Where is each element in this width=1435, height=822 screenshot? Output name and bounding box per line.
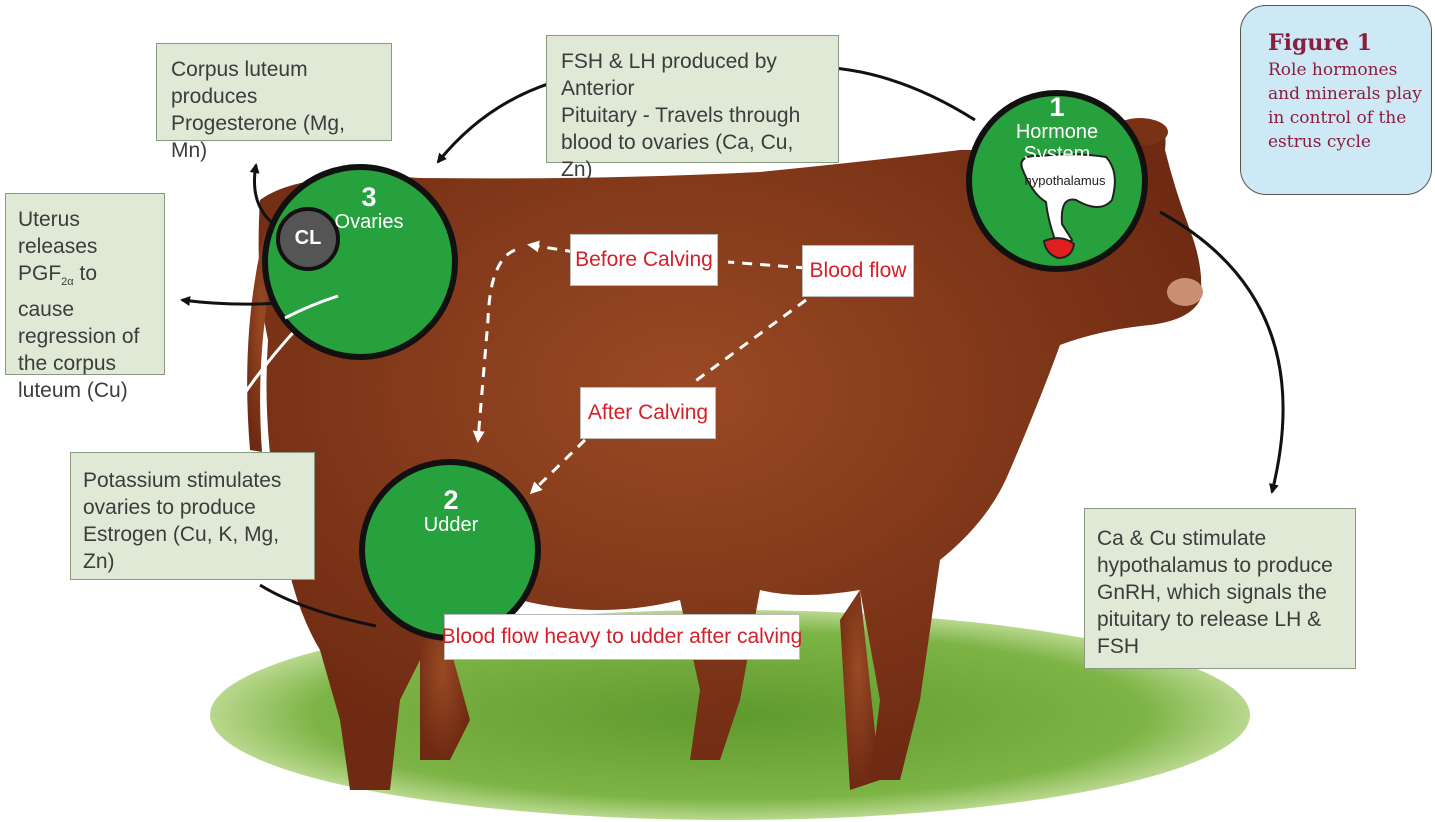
hypothalamus-label: hypothalamus xyxy=(1017,173,1113,188)
figure-title: Figure 1 xyxy=(1268,28,1431,58)
hormone-system-label: Hormone System xyxy=(987,121,1127,165)
ovaries-text: 3 Ovaries xyxy=(320,184,418,233)
note-line: Progesterone (Mg, Mn) xyxy=(171,110,377,164)
note-line: luteum (Cu) xyxy=(18,377,152,404)
udder-number: 2 xyxy=(402,487,500,514)
note-line: pituitary to release LH & FSH xyxy=(1097,606,1343,660)
note-line: FSH & LH produced by Anterior xyxy=(561,48,824,102)
note-line: blood to ovaries (Ca, Cu, Zn) xyxy=(561,129,824,183)
cl-label: CL xyxy=(282,227,334,250)
label-blood-flow: Blood flow xyxy=(802,245,914,297)
ovaries-label: Ovaries xyxy=(320,211,418,233)
pgf-subscript: 2α xyxy=(61,276,73,288)
figure-caption-line: in control of the xyxy=(1268,106,1431,130)
note-line: ovaries to produce xyxy=(83,494,302,521)
label-before-calving: Before Calving xyxy=(570,234,718,286)
note-ca-cu: Ca & Cu stimulate hypothalamus to produc… xyxy=(1084,508,1356,669)
figure-caption-box: Figure 1 Role hormones and minerals play… xyxy=(1240,5,1432,195)
note-uterus: Uterus releases PGF2α to cause regressio… xyxy=(5,193,165,375)
figure-caption-line: estrus cycle xyxy=(1268,130,1431,154)
note-line-pgf: PGF2α to cause xyxy=(18,260,152,323)
note-line: GnRH, which signals the xyxy=(1097,579,1343,606)
figure-caption-line: and minerals play xyxy=(1268,82,1431,106)
note-potassium: Potassium stimulates ovaries to produce … xyxy=(70,452,315,580)
figure-caption-line: Role hormones xyxy=(1268,58,1431,82)
label-after-calving: After Calving xyxy=(580,387,716,439)
label-heavy-blood-flow: Blood flow heavy to udder after calving xyxy=(444,614,800,660)
note-line: hypothalamus to produce xyxy=(1097,552,1343,579)
note-line: Potassium stimulates xyxy=(83,467,302,494)
note-line: regression of xyxy=(18,323,152,350)
note-line: Corpus luteum produces xyxy=(171,56,377,110)
note-line: the corpus xyxy=(18,350,152,377)
hormone-system-number: 1 xyxy=(987,94,1127,121)
udder-text: 2 Udder xyxy=(402,487,500,536)
note-line: Uterus releases xyxy=(18,206,152,260)
note-line: Ca & Cu stimulate xyxy=(1097,525,1343,552)
cow-nose xyxy=(1167,278,1203,306)
pgf-text: PGF xyxy=(18,262,61,285)
note-line: Pituitary - Travels through xyxy=(561,102,824,129)
udder-label: Udder xyxy=(402,514,500,536)
note-corpus-luteum: Corpus luteum produces Progesterone (Mg,… xyxy=(156,43,392,141)
hormone-system-text: 1 Hormone System xyxy=(987,94,1127,165)
note-fsh-lh: FSH & LH produced by Anterior Pituitary … xyxy=(546,35,839,163)
ovaries-number: 3 xyxy=(320,184,418,211)
note-line: Estrogen (Cu, K, Mg, Zn) xyxy=(83,521,302,575)
